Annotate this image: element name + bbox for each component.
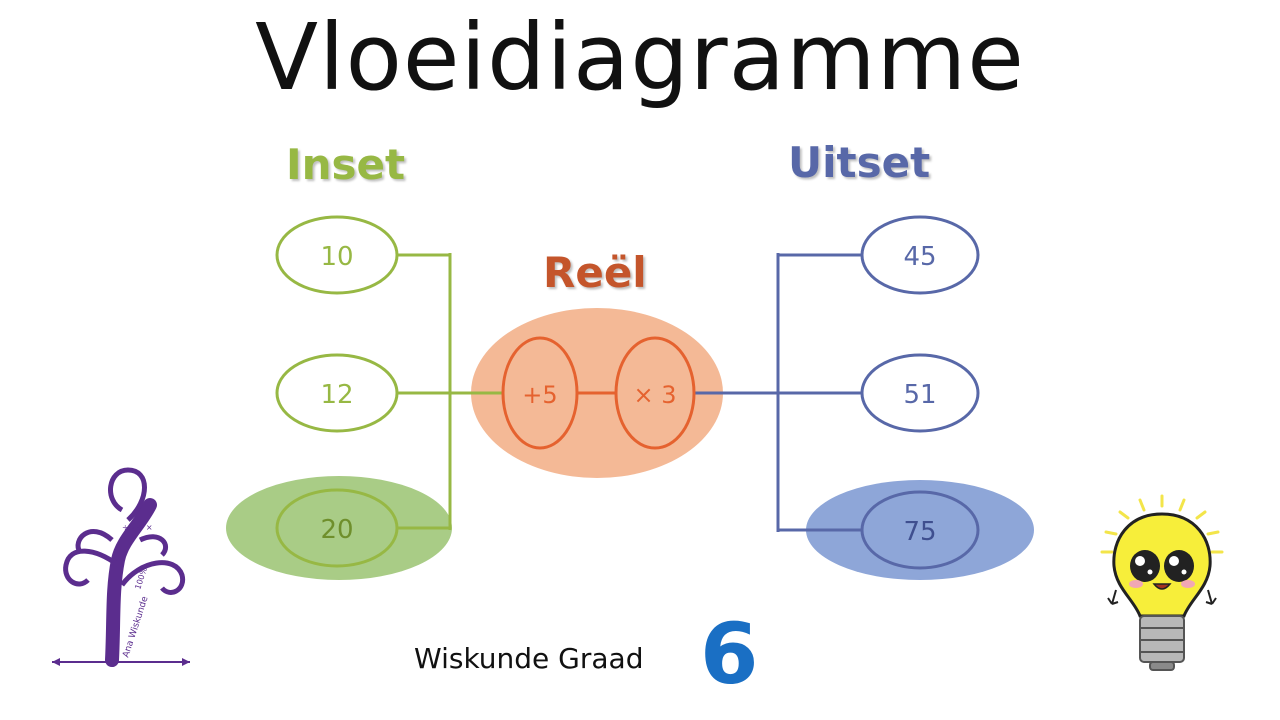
operation-node: × 3	[614, 336, 696, 450]
uitset-heading: Uitset	[788, 138, 931, 187]
input-node: 10	[275, 215, 399, 295]
output-value: 45	[903, 242, 936, 272]
input-value: 12	[320, 380, 353, 410]
input-node: 12	[275, 353, 399, 433]
input-value: 20	[320, 515, 353, 545]
operation-label: × 3	[633, 381, 676, 409]
inset-heading: Inset	[286, 140, 406, 189]
reel-heading: Reël	[543, 248, 647, 297]
operation-label: +5	[522, 381, 557, 409]
tree-logo-icon: ÷ - + × Ana Wiskunde 100%	[52, 467, 190, 668]
output-node: 75	[860, 490, 980, 570]
input-highlight	[226, 476, 452, 580]
lightbulb-mascot-icon	[1100, 494, 1224, 671]
output-value: 75	[903, 517, 936, 547]
output-value: 51	[903, 380, 936, 410]
output-highlight	[806, 480, 1034, 580]
input-node: 20	[275, 488, 399, 568]
output-connectors	[694, 253, 862, 532]
input-value: 10	[320, 242, 353, 272]
operation-node: +5	[501, 336, 579, 450]
footer-label: Wiskunde Graad	[414, 642, 644, 675]
page-title: Vloeidiagramme	[255, 4, 1025, 111]
logo-symbols: ÷ - + ×	[122, 523, 153, 532]
output-node: 45	[860, 215, 980, 295]
output-node: 51	[860, 353, 980, 433]
grade-number: 6	[700, 605, 759, 703]
input-connectors	[397, 253, 502, 530]
